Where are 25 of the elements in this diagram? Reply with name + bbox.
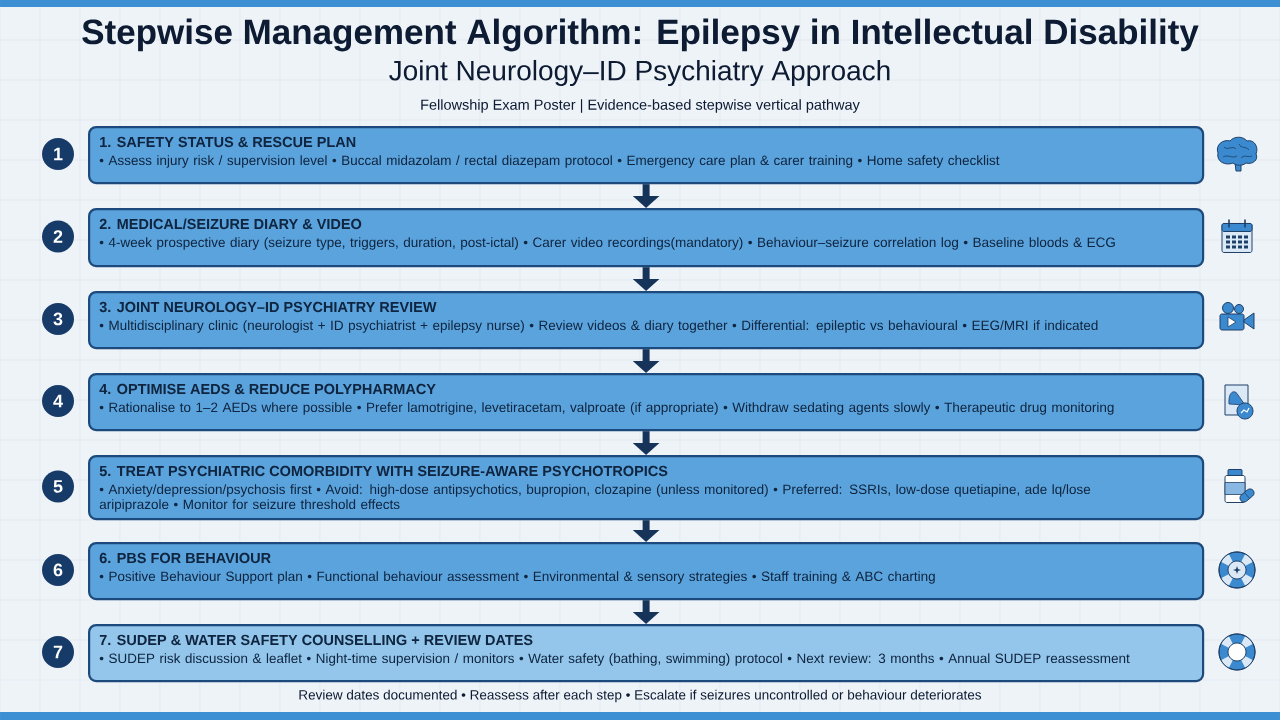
step-heading: 1. SAFETY STATUS & RESCUE PLAN [100, 136, 356, 148]
step-number: 5 [42, 470, 74, 503]
step-details: • Positive Behaviour Support plan • Functional behaviour assessment • Environmental & sensory strategies • Staff training & ABC charting [99, 571, 935, 584]
step-details: • Multidisciplinary clinic (neurologist + ID psychiatrist + epilepsy nurse) • Review videos & diary together • Differential: epileptic vs behavioural • EEG/MRI if indicated [99, 320, 1098, 333]
step-heading: 6. PBS FOR BEHAVIOUR [99, 552, 271, 564]
title: Stepwise Management Algorithm: Epilepsy in Intellectual Disability [82, 18, 1199, 52]
step-details: • Anxiety/depression/psychosis first • Avoid: high-dose antipsychotics, bupropion, clozapine (unless monitored) • Preferred: SSRIs, low-dose quetiapine, ade lq/lose aripiprazole • Monitor for seizure threshold effects [99, 484, 1091, 512]
step-number: 7 [42, 636, 74, 668]
step-number: 1 [42, 138, 74, 170]
step-details: • 4-week prospective diary (seizure type, triggers, duration, post-ictal) • Carer video recordings(mandatory) • Behaviour–seizure correlation log • Baseline bloods & ECG [99, 237, 1115, 250]
step-details: • Assess injury risk / supervision level • Buccal midazolam / rectal diazepam protocol • Emergency care plan & carer training • Home safety checklist [99, 155, 1000, 168]
step-heading: 4. OPTIMISE AEDS & REDUCE POLYPHARMACY [99, 383, 436, 395]
step-details: • SUDEP risk discussion & leaflet • Night-time supervision / monitors • Water safety (bathing, swimming) protocol • Next review: 3 months • Annual SUDEP reassessment [99, 653, 1130, 666]
step-number: 3 [42, 303, 74, 335]
step-details: • Rationalise to 1–2 AEDs where possible • Prefer lamotrigine, levetiracetam, valproate (if appropriate) • Withdraw sedating agents slowly • Therapeutic drug monitoring [99, 402, 1114, 415]
subtitle: Joint Neurology–ID Psychiatry Approach [389, 59, 890, 87]
step-heading: 3. JOINT NEUROLOGY–ID PSYCHIATRY REVIEW [99, 301, 437, 313]
step-heading: 7. SUDEP & WATER SAFETY COUNSELLING + REVIEW DATES [99, 634, 533, 646]
step-number: 6 [42, 554, 74, 586]
step-number: 2 [42, 220, 74, 253]
step-number: 4 [42, 385, 74, 417]
footer-note: Review dates documented • Reassess after each step • Escalate if seizures uncontrolled or behaviour deteriorates [299, 689, 982, 703]
tagline: Fellowship Exam Poster | Evidence-based stepwise vertical pathway [421, 99, 860, 113]
step-heading: 5. TREAT PSYCHIATRIC COMORBIDITY WITH SEIZURE-AWARE PSYCHOTROPICS [99, 465, 668, 477]
step-heading: 2. MEDICAL/SEIZURE DIARY & VIDEO [99, 218, 362, 230]
